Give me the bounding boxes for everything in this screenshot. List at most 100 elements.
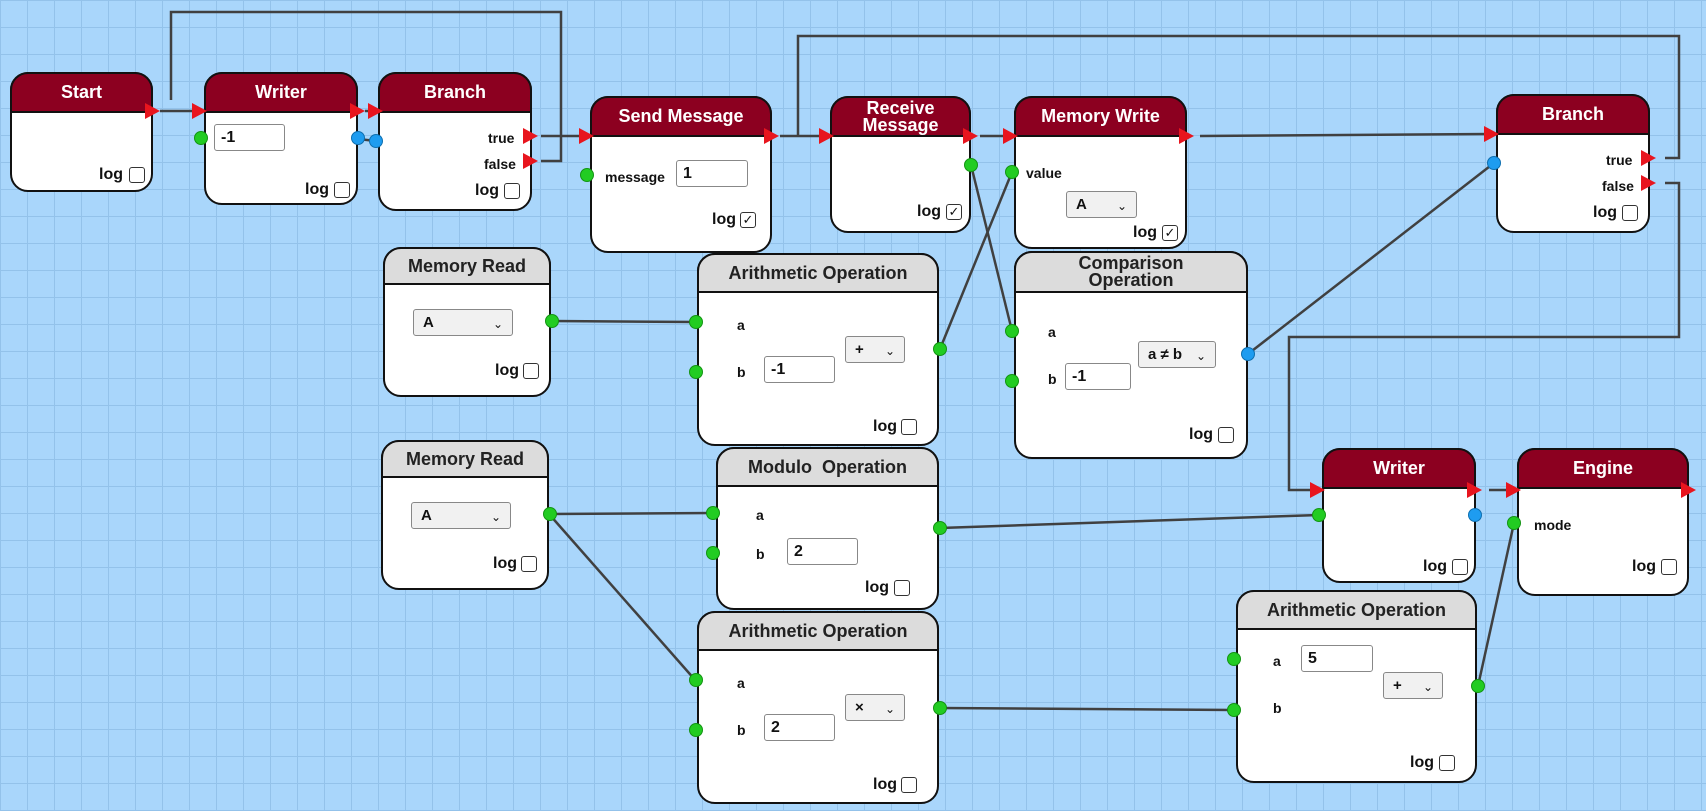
branch-2-log-checkbox[interactable] (1622, 205, 1638, 221)
comparison-operation-a-label: a (1048, 324, 1056, 340)
memory-write-log-checkbox[interactable]: ✓ (1162, 225, 1178, 241)
send-message-data-in-port[interactable] (580, 168, 594, 182)
comparison-operation-a-in-port[interactable] (1005, 324, 1019, 338)
arithmetic-operation-b-input[interactable]: -1 (764, 356, 835, 383)
start-node[interactable]: Start log (10, 72, 153, 192)
arithmetic-operation-log-checkbox[interactable] (901, 419, 917, 435)
arithmetic-operation-a-in-port[interactable] (689, 315, 703, 329)
arithmetic-operation-2-a-in-port[interactable] (689, 673, 703, 687)
arithmetic-operation-2-log-checkbox[interactable] (901, 777, 917, 793)
engine-mode-in-port[interactable] (1507, 516, 1521, 530)
memory-read-data-out-port[interactable] (545, 314, 559, 328)
writer-flow-out-port[interactable] (350, 103, 365, 119)
writer-2-flow-out-port[interactable] (1467, 482, 1482, 498)
branch-bool-in-port[interactable] (369, 134, 383, 148)
modulo-operation-log-checkbox[interactable] (894, 580, 910, 596)
modulo-operation-node[interactable]: Modulo Operation a b 2 log (716, 447, 939, 610)
arithmetic-operation-3-b-in-port[interactable] (1227, 703, 1241, 717)
comparison-operation-b-input[interactable]: -1 (1065, 363, 1131, 390)
memory-write-flow-in-port[interactable] (1003, 128, 1018, 144)
writer-2-bool-out-port[interactable] (1468, 508, 1482, 522)
send-message-node[interactable]: Send Message message 1 log ✓ (590, 96, 772, 253)
modulo-operation-b-in-port[interactable] (706, 546, 720, 560)
engine-flow-in-port[interactable] (1506, 482, 1521, 498)
arithmetic-operation-out-port[interactable] (933, 342, 947, 356)
arithmetic-operation-3-a-input[interactable]: 5 (1301, 645, 1373, 672)
arithmetic-operation-2-out-port[interactable] (933, 701, 947, 715)
branch-flow-in-port[interactable] (368, 103, 383, 119)
engine-log-checkbox[interactable] (1661, 559, 1677, 575)
modulo-operation-a-in-port[interactable] (706, 506, 720, 520)
writer-data-in-port[interactable] (194, 131, 208, 145)
memory-read-2-data-out-port[interactable] (543, 507, 557, 521)
arithmetic-operation-3-out-port[interactable] (1471, 679, 1485, 693)
memory-write-node[interactable]: Memory Write value A ⌄ log ✓ (1014, 96, 1187, 249)
engine-flow-out-port[interactable] (1681, 482, 1696, 498)
send-message-flow-in-port[interactable] (579, 128, 594, 144)
memory-read-2-log-checkbox[interactable] (521, 556, 537, 572)
comparison-operation-bool-out-port[interactable] (1241, 347, 1255, 361)
arithmetic-operation-2-op-select[interactable]: × ⌄ (845, 694, 905, 721)
start-log-checkbox[interactable] (129, 167, 145, 183)
modulo-operation-b-input[interactable]: 2 (787, 538, 858, 565)
writer-flow-in-port[interactable] (192, 103, 207, 119)
memory-read-2-node[interactable]: Memory Read A ⌄ log (381, 440, 549, 590)
branch-2-node[interactable]: Branch true false log (1496, 94, 1650, 233)
arithmetic-operation-node[interactable]: Arithmetic Operation a b -1 + ⌄ log (697, 253, 939, 446)
receive-message-flow-out-port[interactable] (963, 128, 978, 144)
comparison-operation-node[interactable]: Comparison Operation a b -1 a ≠ b ⌄ log (1014, 251, 1248, 459)
arithmetic-operation-b-in-port[interactable] (689, 365, 703, 379)
receive-message-data-out-port[interactable] (964, 158, 978, 172)
branch-log-label: log (475, 182, 499, 199)
memory-read-select[interactable]: A ⌄ (413, 309, 513, 336)
wire-arith2-arith3 (939, 706, 1235, 712)
branch-2-log-label: log (1593, 204, 1617, 221)
writer-2-log-label: log (1423, 558, 1447, 575)
branch-2-flow-in-port[interactable] (1484, 126, 1499, 142)
memory-read-title: Memory Read (383, 247, 551, 285)
arithmetic-operation-2-node[interactable]: Arithmetic Operation a b 2 × ⌄ log (697, 611, 939, 804)
send-message-input[interactable]: 1 (676, 160, 748, 187)
writer-2-data-in-port[interactable] (1312, 508, 1326, 522)
arithmetic-operation-op-select[interactable]: + ⌄ (845, 336, 905, 363)
branch-2-bool-in-port[interactable] (1487, 156, 1501, 170)
memory-write-title: Memory Write (1014, 96, 1187, 137)
branch-2-true-out-port[interactable] (1641, 150, 1656, 166)
comparison-operation-b-in-port[interactable] (1005, 374, 1019, 388)
branch-log-checkbox[interactable] (504, 183, 520, 199)
engine-node[interactable]: Engine mode log (1517, 448, 1689, 596)
memory-read-node[interactable]: Memory Read A ⌄ log (383, 247, 551, 397)
branch-false-out-port[interactable] (523, 153, 538, 169)
writer-2-flow-in-port[interactable] (1310, 482, 1325, 498)
comparison-operation-op-select[interactable]: a ≠ b ⌄ (1138, 341, 1216, 368)
comparison-operation-log-checkbox[interactable] (1218, 427, 1234, 443)
memory-read-log-checkbox[interactable] (523, 363, 539, 379)
writer-node[interactable]: Writer -1 log (204, 72, 358, 205)
memory-write-select[interactable]: A ⌄ (1066, 191, 1137, 218)
arithmetic-operation-3-node[interactable]: Arithmetic Operation a 5 b + ⌄ log (1236, 590, 1477, 783)
arithmetic-operation-2-b-in-port[interactable] (689, 723, 703, 737)
send-message-flow-out-port[interactable] (764, 128, 779, 144)
branch-node[interactable]: Branch true false log (378, 72, 532, 211)
arithmetic-operation-2-b-input[interactable]: 2 (764, 714, 835, 741)
memory-read-2-title: Memory Read (381, 440, 549, 478)
writer-2-node[interactable]: Writer log (1322, 448, 1476, 583)
receive-message-flow-in-port[interactable] (819, 128, 834, 144)
memory-write-value-in-port[interactable] (1005, 165, 1019, 179)
writer-2-log-checkbox[interactable] (1452, 559, 1468, 575)
receive-message-node[interactable]: Receive Message log ✓ (830, 96, 971, 233)
arithmetic-operation-3-a-in-port[interactable] (1227, 652, 1241, 666)
branch-true-out-port[interactable] (523, 128, 538, 144)
memory-write-flow-out-port[interactable] (1179, 128, 1194, 144)
memory-read-2-select[interactable]: A ⌄ (411, 502, 511, 529)
arithmetic-operation-3-op-select[interactable]: + ⌄ (1383, 672, 1443, 699)
writer-bool-out-port[interactable] (351, 131, 365, 145)
receive-message-log-checkbox[interactable]: ✓ (946, 204, 962, 220)
start-flow-out-port[interactable] (145, 103, 160, 119)
writer-log-checkbox[interactable] (334, 182, 350, 198)
modulo-operation-out-port[interactable] (933, 521, 947, 535)
writer-value-input[interactable]: -1 (214, 124, 285, 151)
arithmetic-operation-3-log-checkbox[interactable] (1439, 755, 1455, 771)
send-message-log-checkbox[interactable]: ✓ (740, 212, 756, 228)
branch-2-false-out-port[interactable] (1641, 175, 1656, 191)
